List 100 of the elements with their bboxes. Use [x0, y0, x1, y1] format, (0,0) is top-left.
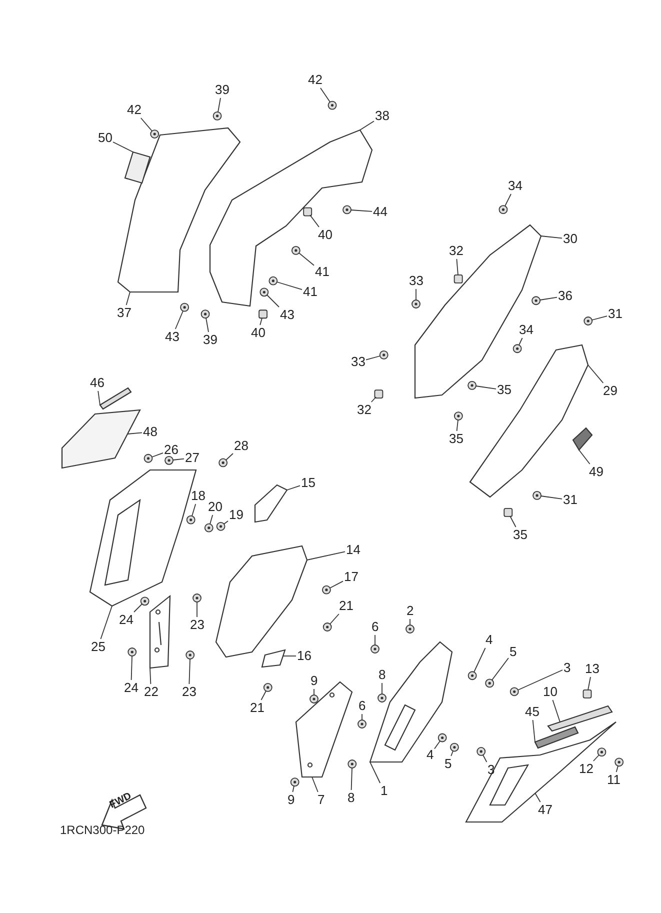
screw-icon	[192, 594, 202, 602]
callout-number: 36	[558, 289, 572, 303]
screw-icon	[485, 678, 494, 688]
callout-number: 42	[308, 73, 322, 87]
leader-line	[192, 504, 196, 516]
screw-icon	[348, 760, 357, 768]
screw-icon	[310, 694, 318, 704]
callout-number: 21	[250, 701, 264, 715]
callout-number: 32	[357, 403, 372, 417]
callout-number: 34	[519, 323, 534, 337]
leader-line	[540, 496, 562, 500]
screw-icon	[322, 622, 332, 632]
callout-number: 29	[603, 384, 618, 398]
clip	[261, 649, 286, 668]
leader-line	[588, 364, 604, 384]
callout-number: 39	[215, 83, 230, 97]
callout-number: 25	[91, 640, 106, 654]
trim-strip	[547, 705, 613, 732]
callout-number: 39	[203, 333, 218, 347]
screw-icon	[468, 380, 476, 390]
callout-number: 31	[608, 307, 622, 321]
callout-number: 40	[318, 228, 332, 242]
screw-icon	[532, 296, 540, 306]
screw-icon	[216, 522, 226, 531]
screw-icon	[164, 456, 174, 465]
leader-line	[298, 252, 314, 266]
leader-line	[127, 432, 142, 434]
callout-number: 27	[185, 451, 200, 465]
clip-nut-icon	[504, 508, 513, 517]
callout-number: 2	[406, 604, 414, 618]
screw-icon	[128, 648, 137, 656]
screw-icon	[468, 671, 477, 680]
screw-icon	[263, 683, 272, 692]
decal	[534, 726, 579, 749]
bracket	[254, 484, 288, 523]
callout-number: 41	[303, 285, 318, 299]
screw-icon	[186, 650, 195, 660]
callout-number: 5	[444, 757, 452, 771]
callout-number: 35	[513, 528, 528, 542]
clip-nut-icon	[374, 390, 384, 398]
callout-number: 44	[373, 205, 388, 219]
leader-line	[134, 604, 142, 612]
leader-line	[592, 316, 608, 320]
callout-number: 18	[191, 489, 206, 503]
diagram-code: 1RCN300-P220	[60, 823, 145, 837]
callout-number: 15	[301, 476, 316, 490]
screw-icon	[342, 205, 352, 214]
leader-line	[260, 318, 262, 326]
leader-line	[150, 668, 152, 684]
callout-number: 5	[510, 645, 517, 659]
leader-line	[292, 786, 294, 792]
leader-line	[188, 658, 190, 684]
callout-number: 13	[585, 662, 600, 676]
callout-number: 46	[90, 376, 104, 390]
callout-number: 49	[589, 465, 604, 479]
callout-number: 38	[375, 109, 390, 123]
callout-number: 6	[372, 620, 379, 634]
leader-line	[206, 318, 209, 332]
callout-number: 9	[288, 793, 295, 807]
leader-line	[152, 452, 164, 458]
leader-line	[518, 670, 563, 690]
leader-line	[306, 551, 346, 560]
decal	[124, 151, 151, 184]
leader-line	[330, 614, 340, 624]
side-cover-panel	[117, 127, 241, 293]
callout-number: 30	[563, 232, 578, 246]
callout-number: 32	[449, 244, 464, 258]
screw-icon	[498, 205, 508, 214]
clip-nut-icon	[582, 689, 592, 698]
screw-icon	[438, 733, 447, 742]
leader-line	[310, 214, 320, 228]
screw-icon	[476, 747, 486, 756]
callout-number: 19	[229, 508, 244, 522]
decal	[61, 409, 141, 469]
callout-number: 12	[579, 762, 594, 776]
leader-line	[504, 194, 512, 206]
screw-icon	[379, 350, 388, 360]
screw-icon	[512, 344, 522, 354]
leader-line	[210, 514, 214, 524]
leader-line	[434, 740, 440, 750]
leader-line	[260, 690, 266, 700]
callout-number: 3	[564, 661, 571, 675]
leader-line	[540, 296, 558, 300]
callout-number: 23	[182, 685, 196, 699]
screw-icon	[180, 302, 189, 312]
callout-number: 24	[124, 681, 138, 695]
screw-icon	[328, 100, 337, 110]
screw-icon	[186, 515, 196, 524]
clip-nut-icon	[258, 310, 268, 319]
screw-icon	[510, 687, 519, 696]
leader-line	[578, 450, 590, 464]
callout-number: 26	[164, 443, 178, 457]
screw-icon	[450, 742, 459, 752]
leader-line	[130, 656, 132, 680]
screw-icon	[406, 624, 414, 634]
screw-icon	[584, 316, 593, 326]
leader-line	[510, 516, 516, 528]
leader-line	[616, 766, 618, 772]
callout-number: 35	[497, 383, 512, 397]
screw-icon	[614, 758, 624, 767]
